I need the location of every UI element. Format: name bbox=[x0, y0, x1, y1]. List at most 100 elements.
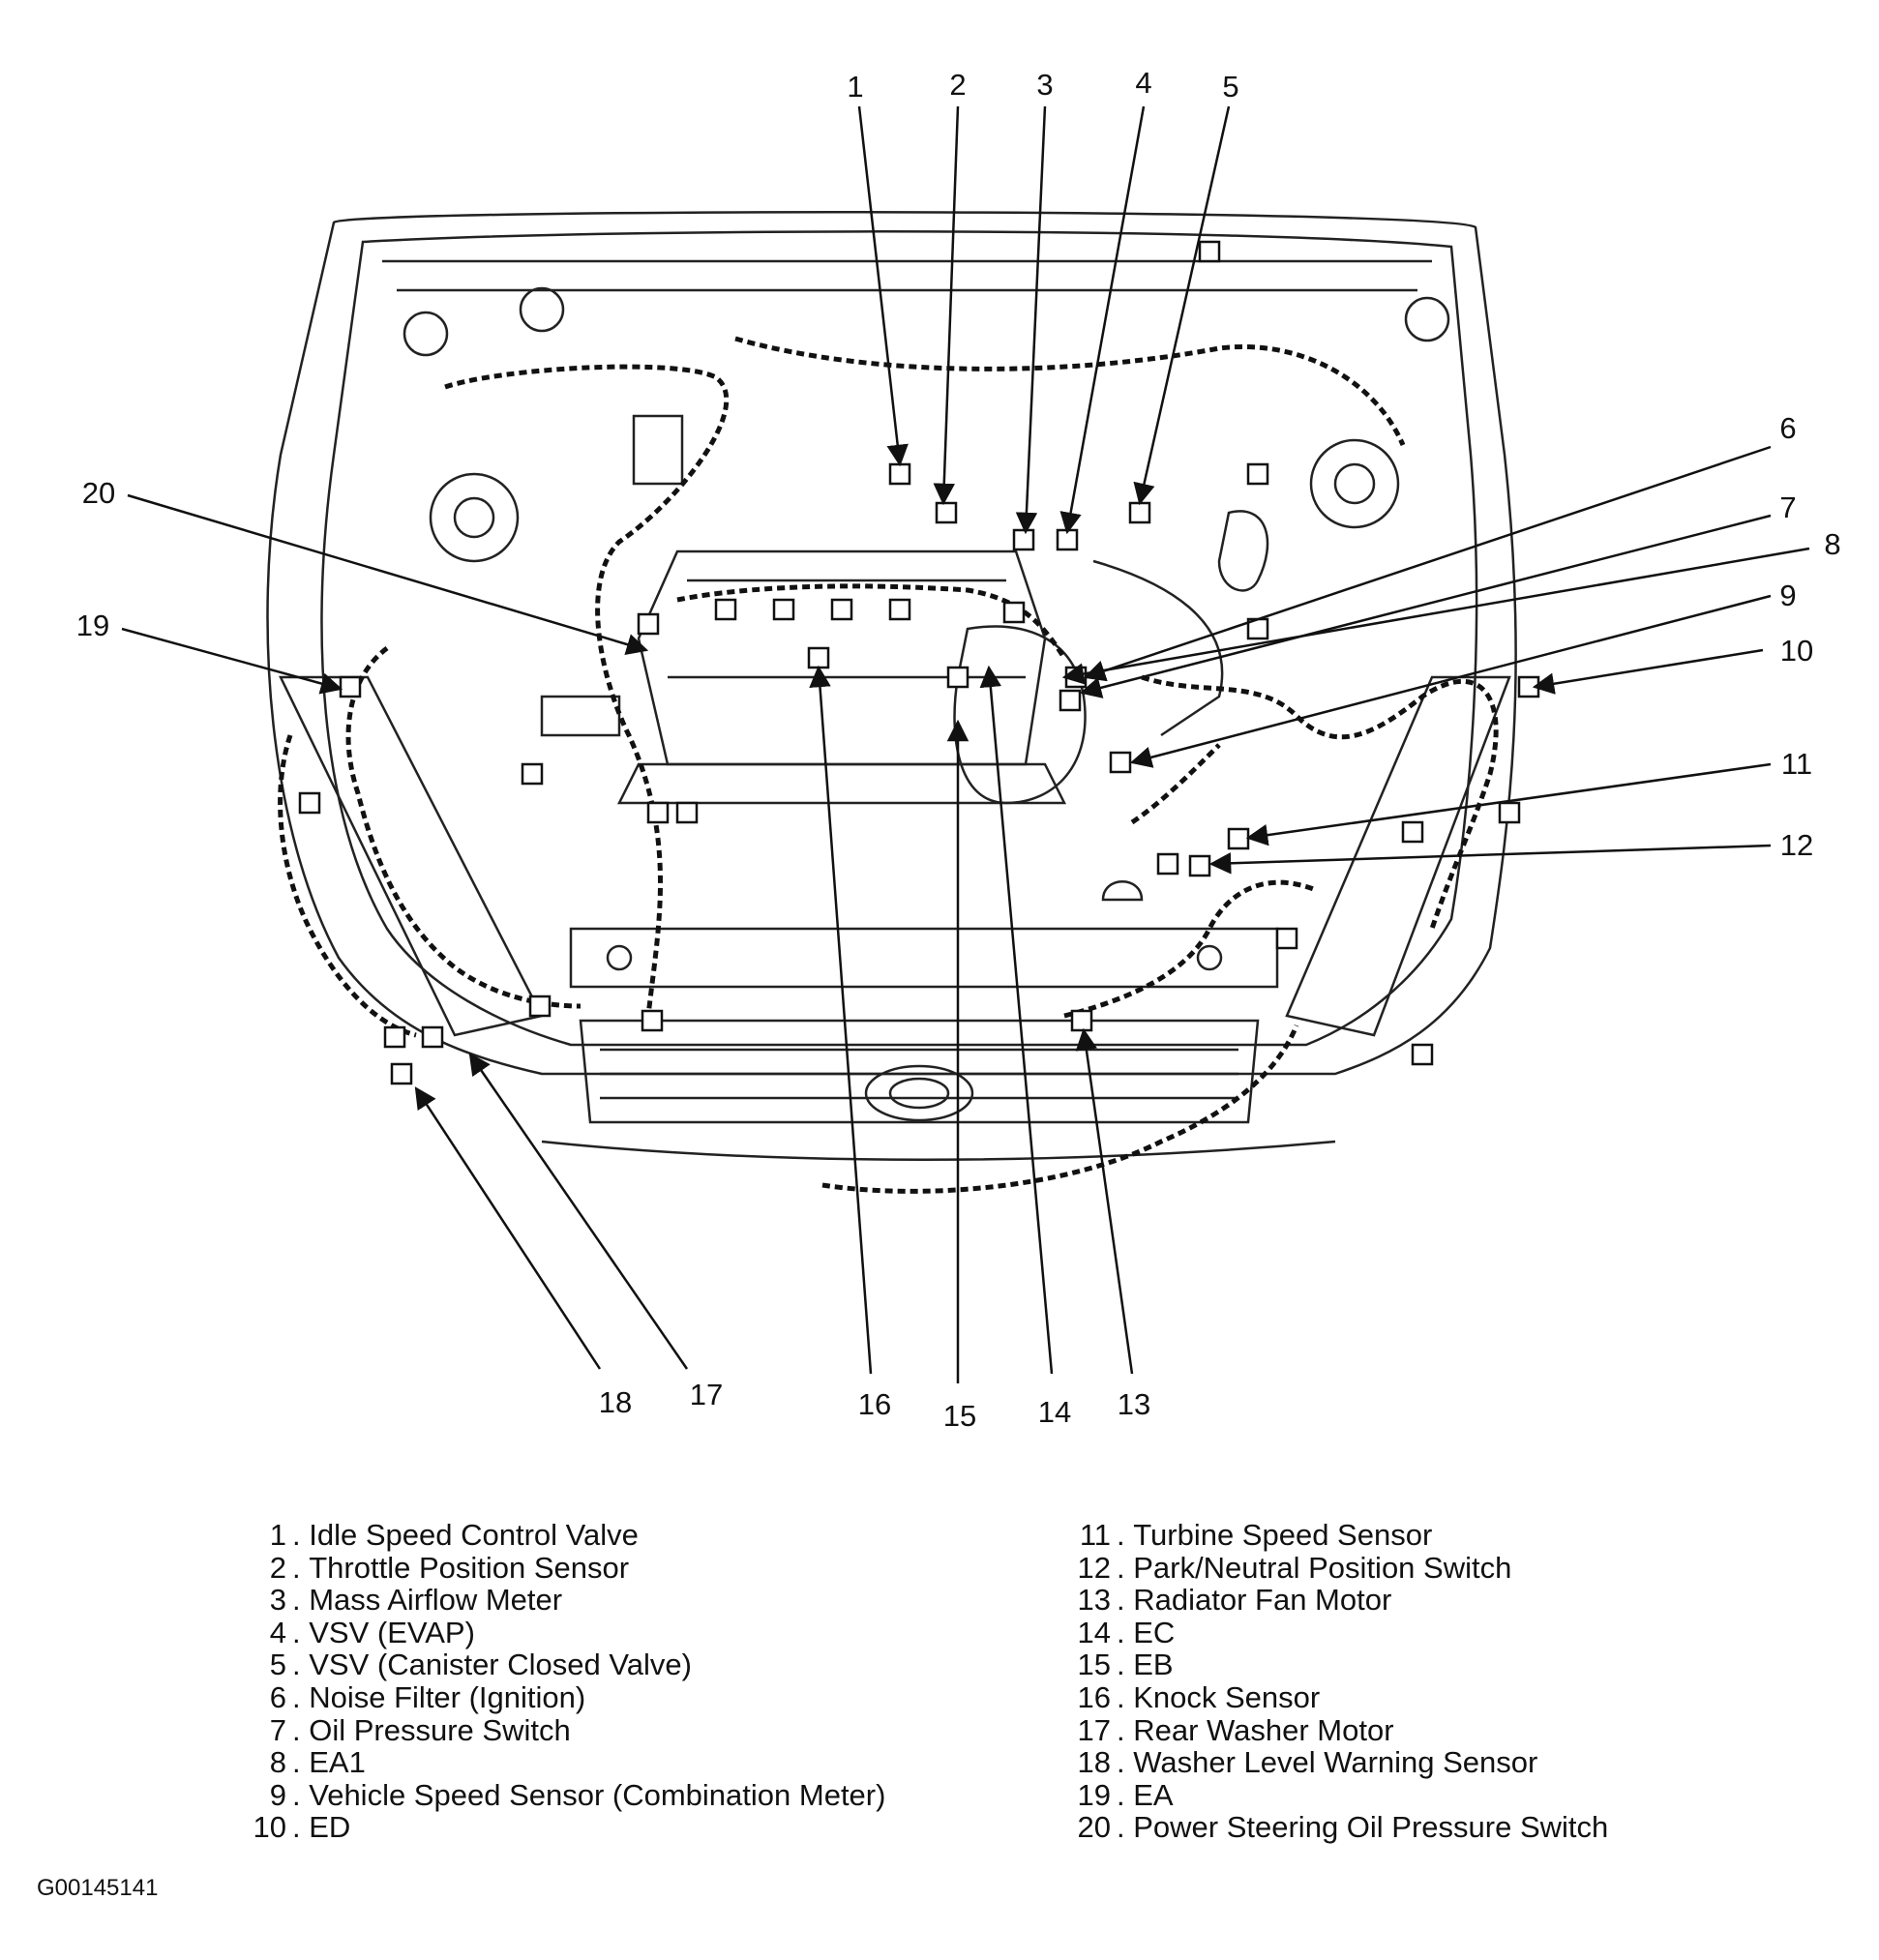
callout-number: 11 bbox=[1781, 747, 1812, 781]
leader-14 bbox=[979, 665, 1054, 1375]
callout-number: 10 bbox=[1780, 634, 1813, 668]
legend-label: Park/Neutral Position Switch bbox=[1133, 1550, 1512, 1585]
legend-label: Turbine Speed Sensor bbox=[1133, 1518, 1433, 1552]
leader-20 bbox=[127, 493, 649, 655]
legend-number: 5 bbox=[269, 1648, 286, 1682]
legend-item: 10. ED bbox=[232, 1811, 885, 1844]
legend-label: Power Steering Oil Pressure Switch bbox=[1133, 1810, 1609, 1845]
figure-id: G00145141 bbox=[37, 1875, 159, 1901]
legend-item: 14. EC bbox=[1057, 1617, 1608, 1649]
callout-number: 19 bbox=[76, 609, 109, 642]
leader-17 bbox=[468, 1053, 689, 1370]
leader-19 bbox=[121, 627, 343, 695]
legend-label: Knock Sensor bbox=[1133, 1679, 1321, 1714]
legend-number: 1 bbox=[269, 1518, 286, 1552]
leader-8 bbox=[1061, 547, 1810, 685]
legend-label: Mass Airflow Meter bbox=[309, 1583, 563, 1618]
callout-number: 14 bbox=[1038, 1395, 1071, 1429]
legend-item: 17. Rear Washer Motor bbox=[1057, 1712, 1608, 1747]
leader-12 bbox=[1208, 844, 1772, 875]
leader-3 bbox=[1015, 105, 1047, 535]
legend-number: 13 bbox=[1077, 1583, 1111, 1618]
legend-item: 2. Throttle Position Sensor bbox=[232, 1550, 885, 1585]
legend-item: 6. Noise Filter (Ignition) bbox=[232, 1681, 885, 1714]
engine-compartment-diagram: 1 2 3 4 5 6 7 8 9 10 11 12 13 14 15 16 1… bbox=[76, 66, 1841, 1433]
callout-number: 18 bbox=[599, 1385, 632, 1419]
legend-number: 7 bbox=[269, 1712, 286, 1747]
legend-number: 14 bbox=[1077, 1615, 1111, 1649]
legend-label: Washer Level Warning Sensor bbox=[1133, 1745, 1538, 1780]
legend-number: 18 bbox=[1077, 1745, 1111, 1780]
callout-number: 6 bbox=[1779, 411, 1796, 445]
legend-label: EB bbox=[1133, 1648, 1174, 1682]
legend-item: 15. EB bbox=[1057, 1648, 1608, 1681]
callout-number: 17 bbox=[690, 1378, 723, 1411]
legend-label: EC bbox=[1133, 1615, 1176, 1649]
legend-label: Throttle Position Sensor bbox=[309, 1550, 630, 1585]
leader-6 bbox=[1083, 445, 1772, 682]
legend-label: Rear Washer Motor bbox=[1133, 1712, 1394, 1747]
legend-label: VSV (EVAP) bbox=[309, 1615, 475, 1649]
legend-item: 19. EA bbox=[1057, 1779, 1608, 1812]
leader-16 bbox=[809, 665, 873, 1375]
legend-label: Oil Pressure Switch bbox=[309, 1712, 571, 1747]
legend-number: 4 bbox=[269, 1615, 286, 1649]
legend-item: 16. Knock Sensor bbox=[1057, 1681, 1608, 1714]
legend-item: 11. Turbine Speed Sensor bbox=[1057, 1519, 1608, 1552]
callout-number: 2 bbox=[949, 68, 966, 102]
legend-number: 10 bbox=[253, 1810, 286, 1845]
legend-label: EA1 bbox=[309, 1745, 366, 1780]
legend-label: Radiator Fan Motor bbox=[1133, 1583, 1392, 1618]
legend-number: 9 bbox=[269, 1777, 286, 1812]
leader-11 bbox=[1245, 762, 1772, 846]
legend-item: 20. Power Steering Oil Pressure Switch bbox=[1057, 1810, 1609, 1845]
leader-1 bbox=[857, 105, 909, 467]
legend-label: Vehicle Speed Sensor (Combination Meter) bbox=[309, 1777, 886, 1812]
leader-13 bbox=[1075, 1027, 1134, 1375]
callout-number: 3 bbox=[1036, 68, 1053, 102]
callout-number: 20 bbox=[82, 476, 115, 510]
legend-number: 17 bbox=[1077, 1712, 1111, 1747]
leader-lines bbox=[121, 105, 1810, 1383]
legend-number: 20 bbox=[1077, 1810, 1111, 1845]
legend-number: 15 bbox=[1077, 1648, 1111, 1682]
leader-5 bbox=[1133, 105, 1231, 506]
legend-item: 8. EA1 bbox=[232, 1746, 885, 1779]
legend-number: 6 bbox=[269, 1679, 286, 1714]
legend-number: 3 bbox=[269, 1583, 286, 1618]
legend-number: 19 bbox=[1077, 1777, 1111, 1812]
leader-4 bbox=[1059, 105, 1146, 535]
legend-item: 9. Vehicle Speed Sensor (Combination Met… bbox=[232, 1777, 886, 1812]
legend-number: 11 bbox=[1079, 1518, 1111, 1552]
leader-10 bbox=[1532, 648, 1764, 695]
callout-labels: 1 2 3 4 5 6 7 8 9 10 11 12 13 14 15 16 1… bbox=[76, 66, 1841, 1433]
callout-number: 9 bbox=[1779, 579, 1796, 612]
legend-left-column: 1. Idle Speed Control Valve 2. Throttle … bbox=[232, 1519, 886, 1844]
callout-number: 4 bbox=[1135, 66, 1151, 100]
callout-number: 12 bbox=[1780, 828, 1813, 862]
legend-item: 5. VSV (Canister Closed Valve) bbox=[232, 1648, 885, 1681]
legend-label: Noise Filter (Ignition) bbox=[309, 1679, 586, 1714]
callout-number: 16 bbox=[858, 1387, 891, 1421]
callout-number: 13 bbox=[1118, 1387, 1150, 1421]
legend-number: 16 bbox=[1077, 1679, 1111, 1714]
leader-7 bbox=[1079, 514, 1772, 698]
legend-item: 1. Idle Speed Control Valve bbox=[232, 1519, 885, 1552]
legend-number: 12 bbox=[1077, 1550, 1111, 1585]
leader-18 bbox=[414, 1086, 602, 1370]
legend-item: 18. Washer Level Warning Sensor bbox=[1057, 1746, 1608, 1779]
legend-label: ED bbox=[309, 1810, 351, 1845]
legend-item: 13. Radiator Fan Motor bbox=[1057, 1584, 1608, 1617]
legend-item: 4. VSV (EVAP) bbox=[232, 1617, 885, 1649]
callout-number: 1 bbox=[847, 70, 863, 104]
callout-number: 5 bbox=[1222, 70, 1238, 104]
legend-label: Idle Speed Control Valve bbox=[309, 1518, 639, 1552]
callout-number: 8 bbox=[1824, 527, 1840, 561]
leader-2 bbox=[933, 105, 960, 506]
legend-label: EA bbox=[1133, 1777, 1174, 1812]
legend-number: 2 bbox=[269, 1550, 286, 1585]
leader-9 bbox=[1129, 594, 1772, 768]
connectors bbox=[298, 240, 1540, 1085]
callout-number: 7 bbox=[1779, 490, 1796, 524]
engine-bay-drawing bbox=[266, 211, 1517, 1161]
